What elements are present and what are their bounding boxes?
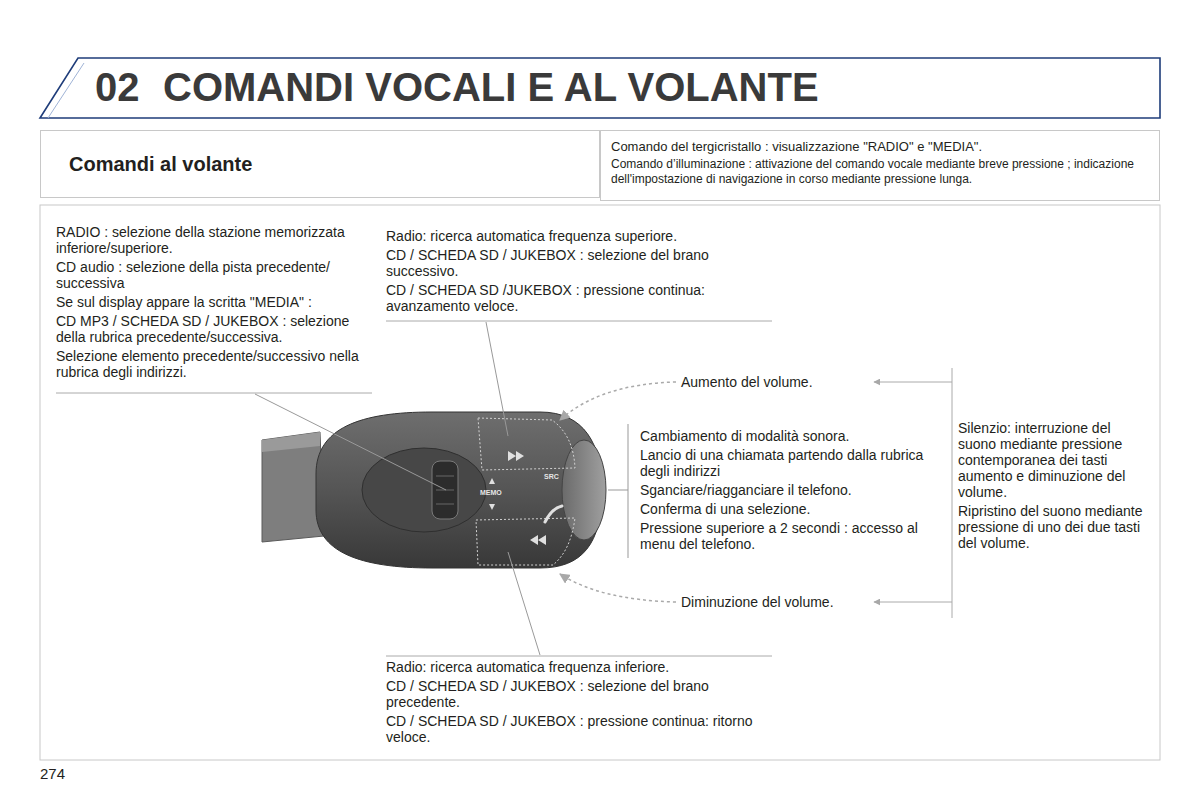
lever-shaft (262, 432, 324, 542)
callout-text: Sganciare/riagganciare il telefono. (640, 482, 932, 498)
callout-rule (386, 321, 772, 322)
callout-text: Conferma di una selezione. (640, 501, 932, 517)
callout-text: Ripristino del suono mediante pressione … (958, 503, 1150, 551)
section-box: Comandi al volante (40, 130, 600, 198)
callout-group: Silenzio: interruzione del suono mediant… (958, 420, 1150, 554)
callout-text: Aumento del volume. (681, 374, 813, 390)
mute-arrow (874, 602, 952, 603)
callout-text: Radio: ricerca automatica frequenza infe… (386, 659, 774, 675)
button-marking: MEMO (480, 489, 502, 497)
volume-up-pointer (560, 382, 676, 420)
callout-rule (56, 393, 372, 394)
volume-down-pointer (560, 574, 676, 602)
end-cap (562, 440, 606, 540)
phone-symbol (545, 506, 562, 522)
callout-text: CD audio : selezione della pista precede… (56, 259, 378, 291)
callout-text: Se sul display appare la scritta "MEDIA"… (56, 294, 378, 310)
callout-text: CD / SCHEDA SD / JUKEBOX : pressione con… (386, 713, 774, 745)
callout-text: RADIO : selezione della stazione memoriz… (56, 224, 378, 256)
forward-symbol (508, 451, 524, 461)
lever-shaft-top (262, 432, 320, 452)
content-frame (40, 205, 1160, 760)
leader-line (486, 322, 508, 436)
callout-text: Cambiamento di modalità sonora. (640, 428, 932, 444)
button-down-zone (476, 518, 575, 565)
arrow-down-symbol (489, 504, 495, 510)
callout-group: Radio: ricerca automatica frequenza supe… (386, 228, 774, 317)
callout-text: Diminuzione del volume. (681, 594, 834, 610)
note-text: Comando del tergicristallo : visualizzaz… (611, 139, 1149, 155)
button-marking: SRC (544, 473, 559, 481)
button-up-zone (478, 418, 575, 470)
callout-group: Radio: ricerca automatica frequenza infe… (386, 659, 774, 748)
header-frame (40, 58, 1160, 118)
note-text: Comando d’illuminazione : attivazione de… (611, 157, 1149, 187)
arrow-up-symbol (489, 478, 495, 484)
callout-text: CD / SCHEDA SD /JUKEBOX : pressione cont… (386, 282, 774, 314)
callout-text: Lancio di una chiamata partendo dalla ru… (640, 447, 932, 479)
leader-line (508, 552, 540, 655)
callout-text: CD / SCHEDA SD / JUKEBOX : selezione del… (386, 247, 774, 279)
page-title: COMANDI VOCALI E AL VOLANTE (163, 64, 819, 110)
callout-text: Pressione superiore a 2 secondi : access… (640, 520, 932, 552)
leader-line (608, 490, 628, 491)
callout-text: Selezione elemento precedente/successivo… (56, 348, 378, 380)
note-box: Comando del tergicristallo : visualizzaz… (600, 130, 1160, 201)
callout-group: Cambiamento di modalità sonora. Lancio di… (640, 428, 932, 555)
page-number: 274 (40, 765, 65, 783)
callout-text: Radio: ricerca automatica frequenza supe… (386, 228, 774, 244)
callout-text: CD MP3 / SCHEDA SD / JUKEBOX : selezione… (56, 313, 378, 345)
chapter-number: 02 (95, 64, 140, 110)
callout-group: RADIO : selezione della stazione memoriz… (56, 224, 378, 383)
stalk-body (316, 412, 602, 568)
mute-bracket (952, 368, 953, 618)
callout-rule (386, 656, 772, 657)
callout-text: Silenzio: interruzione del suono mediant… (958, 420, 1150, 500)
callout-text: CD / SCHEDA SD / JUKEBOX : selezione del… (386, 678, 774, 710)
rewind-symbol (530, 535, 546, 545)
stalk-recess (362, 448, 486, 532)
leader-line (628, 424, 629, 558)
mute-arrow (874, 382, 952, 383)
section-heading: Comandi al volante (69, 151, 579, 177)
header-accent (48, 63, 84, 118)
leader-line (255, 394, 446, 490)
